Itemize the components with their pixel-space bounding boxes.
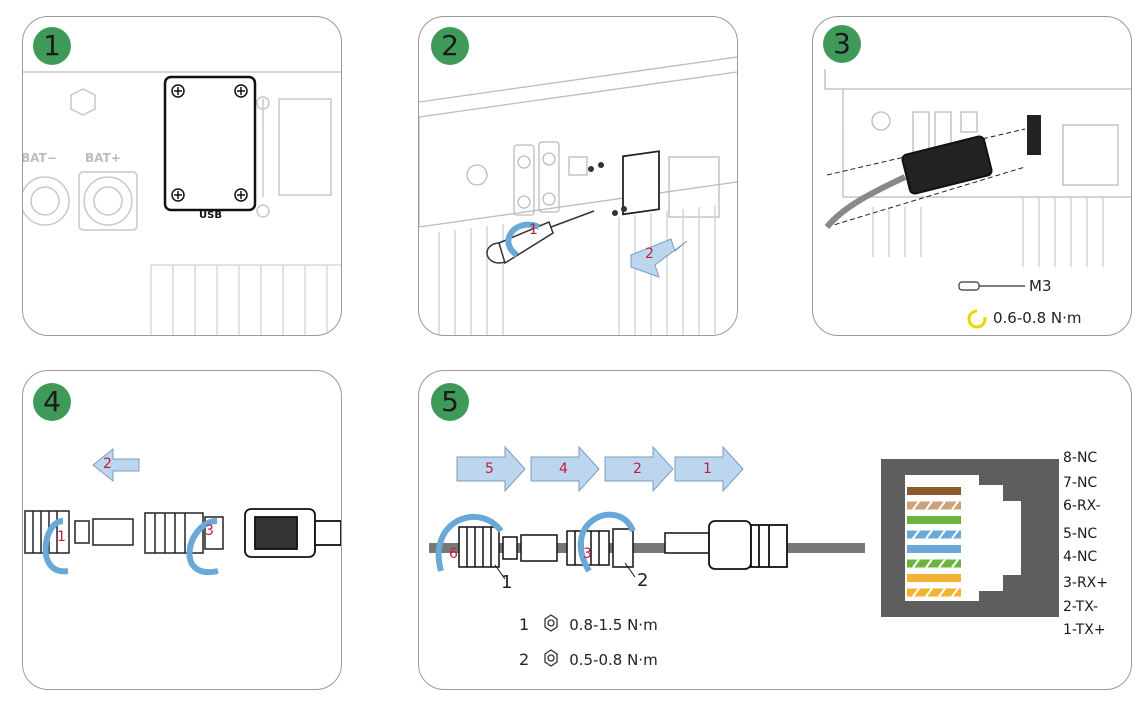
screwdriver-m3-icon [958, 281, 1025, 291]
arrow-label-5: 5 [485, 461, 494, 477]
wifi-dongle-installation [824, 69, 1131, 329]
torque-part-1: 1 [519, 615, 530, 634]
hex-nut-icon-1 [544, 614, 558, 632]
rotation-label-3: 3 [583, 546, 592, 562]
wire-stripe [951, 587, 959, 598]
step-label-1: 1 [57, 529, 66, 545]
cover-removal-illustration [419, 56, 737, 335]
step-label-1: 1 [529, 222, 538, 238]
removed-cover-plate [622, 150, 660, 216]
panel-2: 2 1 2 [418, 16, 738, 336]
wire-strip [907, 501, 961, 510]
inverter-usb-closeup [23, 71, 341, 335]
wire-strip [907, 574, 961, 582]
step-badge-3: 3 [823, 25, 861, 63]
pin-label-3: 3-RX+ [1063, 575, 1109, 591]
wire-stripe [912, 558, 920, 569]
wire-strip [907, 545, 961, 553]
socket-part [244, 508, 341, 558]
panel-1: 1 BAT− BAT+ USB [22, 16, 342, 336]
rotate-arrow-icon-2 [186, 518, 219, 576]
wire-stripe [938, 529, 946, 540]
step-badge-2: 2 [431, 27, 469, 65]
torque-icon [967, 307, 987, 329]
wire-strip [907, 559, 961, 568]
nut-part [458, 526, 558, 568]
torque-row-1: 1 0.8-1.5 N·m [519, 615, 658, 634]
arrow-label-1: 1 [703, 461, 712, 477]
torque-value-1: 0.8-1.5 N·m [569, 615, 658, 634]
rj45-plug [664, 532, 710, 554]
arrow-label-4: 4 [559, 461, 568, 477]
body-part [566, 528, 634, 568]
slide-arrow-icon [92, 447, 140, 483]
torque-part-2: 2 [519, 650, 530, 669]
wire-stripe [938, 558, 946, 569]
hex-nut-icon-2 [544, 649, 558, 667]
arrow-label-2: 2 [103, 456, 112, 472]
slide-arrow-icon [630, 238, 688, 278]
wire-pairs [907, 487, 961, 598]
tool-size-label: M3 [1029, 277, 1052, 295]
arrow-label-2: 2 [633, 461, 642, 477]
usb-label: USB [199, 210, 222, 221]
rotation-label-6: 6 [449, 546, 458, 562]
step-badge-5: 5 [431, 383, 469, 421]
usb-cover-plate [163, 75, 257, 212]
pin-label-6: 6-RX- [1063, 498, 1101, 514]
bat-plus-label: BAT+ [85, 151, 121, 165]
pin-label-5: 5-NC [1063, 526, 1098, 542]
pin-label-1: 1-TX+ [1063, 622, 1106, 638]
sequence-arrows [456, 445, 744, 493]
wire-strip [907, 588, 961, 597]
seal-part [74, 518, 134, 546]
wire-stripe [925, 500, 933, 511]
pin-label-4: 4-NC [1063, 549, 1098, 565]
bat-minus-label: BAT− [22, 151, 57, 165]
panel-5: 5 5 4 2 1 6 3 1 2 1 0.8-1.5 N·m 2 0.5-0.… [418, 370, 1132, 690]
step-badge-1: 1 [33, 27, 71, 65]
rotate-arrow-icon [505, 221, 541, 258]
wire-stripe [912, 500, 920, 511]
wifi-dongle [901, 135, 993, 195]
wire-stripe [925, 558, 933, 569]
wire-stripe [912, 587, 920, 598]
torque-row-2: 2 0.5-0.8 N·m [519, 650, 658, 669]
pin-label-8: 8-NC [1063, 450, 1098, 466]
wire-strip [907, 516, 961, 524]
wire-stripe [951, 558, 959, 569]
wire-stripe [951, 500, 959, 511]
pin-label-7: 7-NC [1063, 475, 1098, 491]
step-label-3: 3 [205, 523, 214, 539]
wire-stripe [925, 529, 933, 540]
screw-icons [588, 162, 627, 216]
dongle-cable [824, 174, 907, 229]
wire-stripe [938, 587, 946, 598]
rj45-assembly [429, 445, 1059, 667]
part-label-2: 2 [637, 570, 649, 591]
rotate-arrow-icon [42, 518, 69, 575]
panel-3: 3 M3 0.6-0.8 N·m [812, 16, 1132, 336]
socket-part [708, 520, 788, 570]
wire-stripe [938, 500, 946, 511]
panel-4: 4 2 1 3 [22, 370, 342, 690]
pin-label-2: 2-TX- [1063, 599, 1099, 615]
wire-stripe [912, 529, 920, 540]
part-label-1: 1 [501, 572, 513, 593]
wire-stripe [925, 587, 933, 598]
wire-strip [907, 487, 961, 495]
torque-value: 0.6-0.8 N·m [993, 309, 1082, 327]
torque-value-2: 0.5-0.8 N·m [569, 650, 658, 669]
step-badge-4: 4 [33, 383, 71, 421]
step-label-2: 2 [645, 246, 654, 262]
wire-strip [907, 530, 961, 539]
connector-disassembly [24, 447, 341, 576]
wire-stripe [951, 529, 959, 540]
